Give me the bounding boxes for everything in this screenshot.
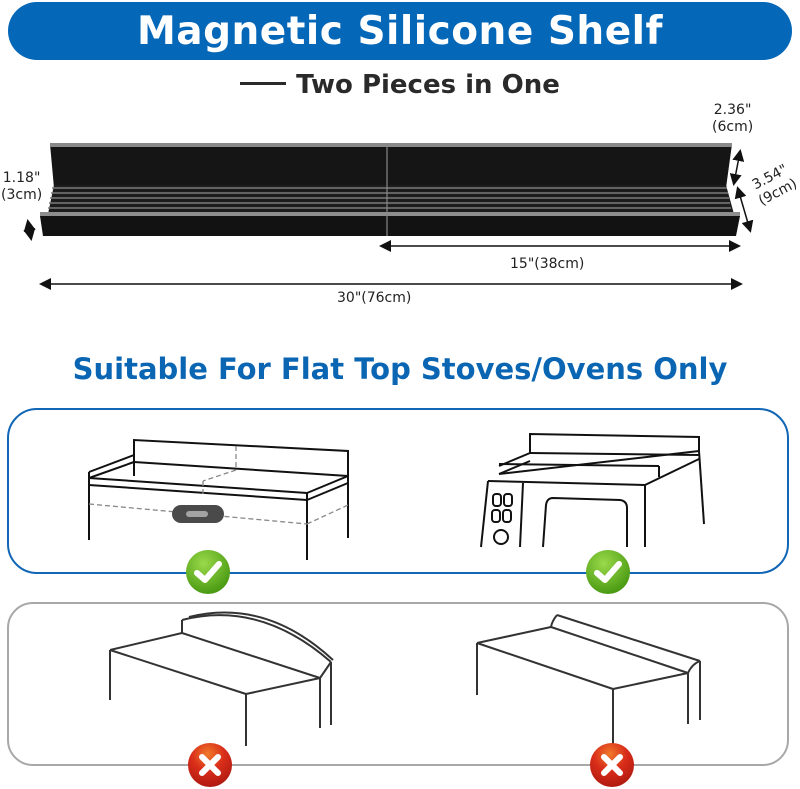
- cross-icon: [589, 742, 635, 788]
- total-length-label: 30"(76cm): [337, 290, 412, 306]
- compatibility-title: Suitable For Flat Top Stoves/Ovens Only: [72, 352, 728, 386]
- unsuitable-panel: [7, 602, 789, 766]
- subtitle: Two Pieces in One: [0, 70, 800, 100]
- piece-length-label: 15"(38cm): [510, 256, 585, 272]
- back-height-label: 2.36" (6cm): [712, 102, 753, 136]
- cross-icon: [187, 742, 233, 788]
- toaster-oven-drawing: [480, 432, 705, 548]
- check-icon: [185, 549, 231, 595]
- subtitle-dash: [240, 82, 287, 85]
- curved-backguard-drawing: [109, 611, 334, 746]
- flat-top-range-drawing: [88, 438, 349, 560]
- lip-height-label: 1.18" (3cm): [1, 170, 42, 204]
- back-height-inch: 2.36": [713, 102, 752, 118]
- sloped-backguard-drawing: [476, 614, 701, 750]
- back-height-cm: (6cm): [712, 119, 754, 135]
- suitable-panel: [7, 408, 789, 574]
- lip-height-cm: (3cm): [1, 187, 43, 203]
- page-title: Magnetic Silicone Shelf: [136, 8, 663, 54]
- subtitle-text: Two Pieces in One: [296, 70, 560, 100]
- title-banner: Magnetic Silicone Shelf: [8, 2, 792, 60]
- check-icon: [585, 549, 631, 595]
- shelf-diagram: [23, 143, 754, 290]
- lip-height-inch: 1.18": [2, 170, 41, 186]
